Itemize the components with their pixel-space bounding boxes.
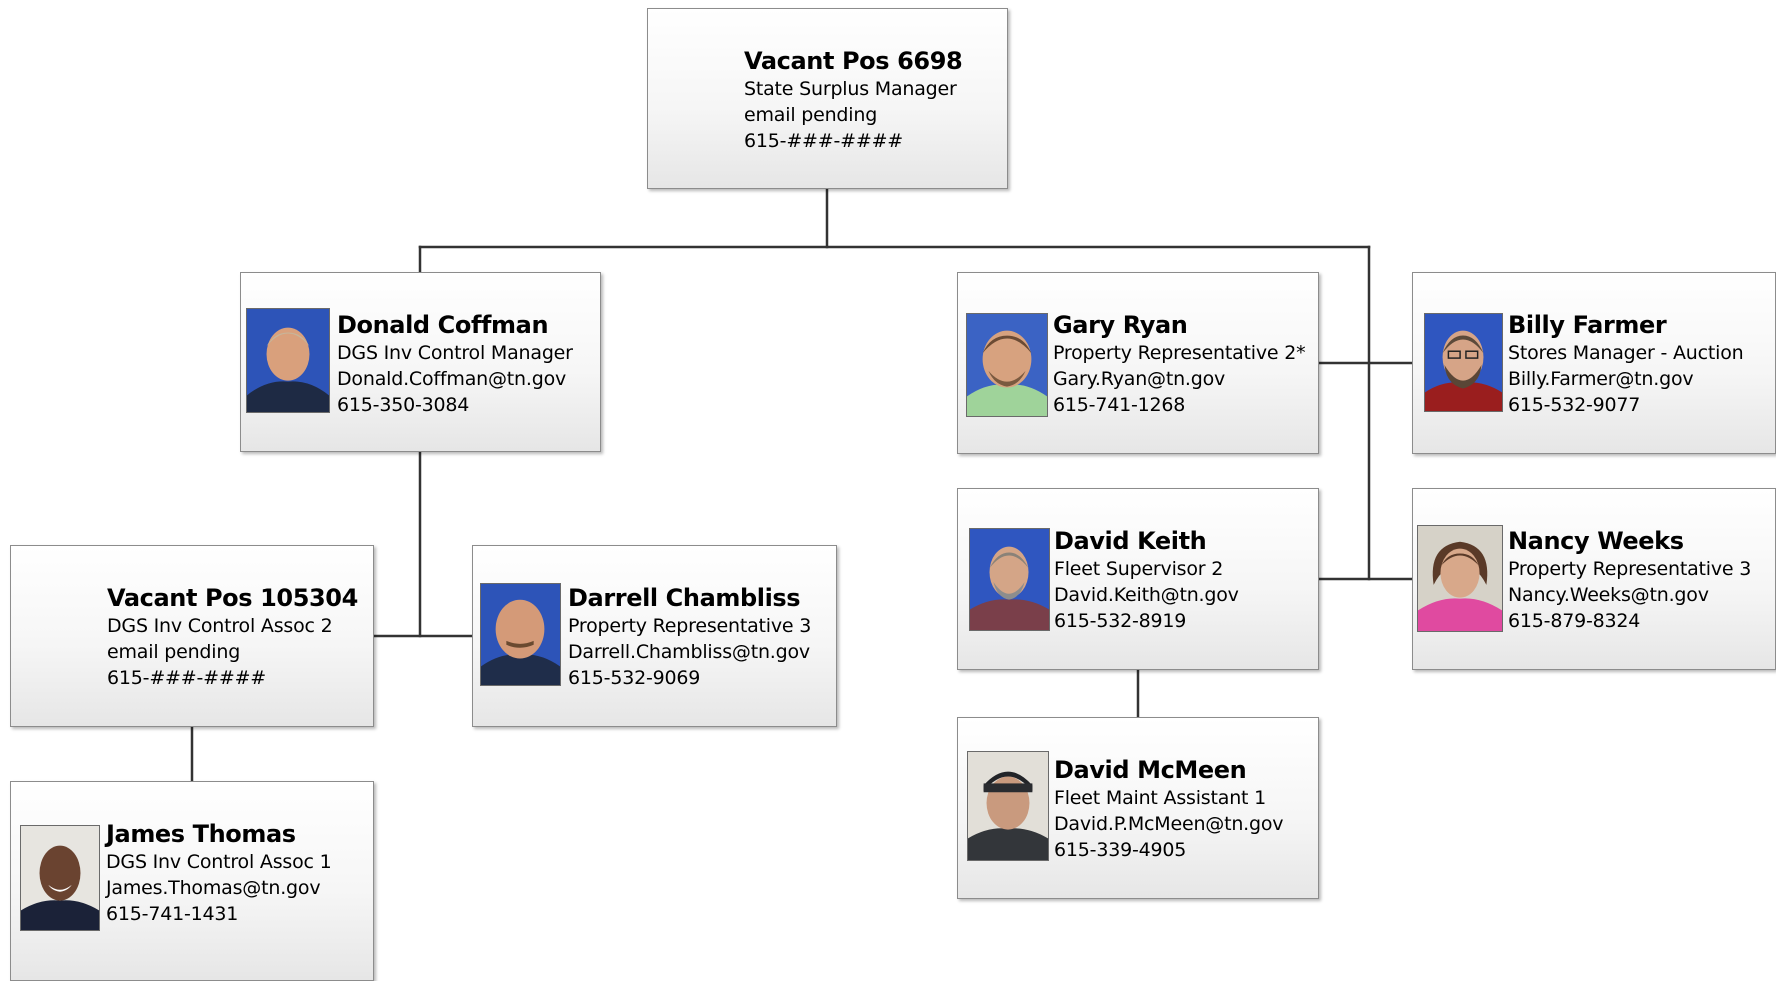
- person-photo: [1417, 525, 1503, 632]
- node-name: James Thomas: [106, 820, 296, 848]
- node-title: Property Representative 3: [1508, 558, 1752, 580]
- node-phone: 615-532-8919: [1054, 610, 1187, 632]
- person-photo: [480, 583, 561, 686]
- person-photo: [1424, 313, 1503, 412]
- node-name: Donald Coffman: [337, 311, 549, 339]
- node-phone: 615-532-9069: [568, 667, 701, 689]
- node-email: email pending: [744, 104, 878, 126]
- node-title: DGS Inv Control Manager: [337, 342, 573, 364]
- node-phone: 615-###-####: [107, 667, 267, 689]
- org-node-billy-farmer[interactable]: Billy Farmer Stores Manager - Auction Bi…: [1412, 272, 1776, 454]
- node-email: James.Thomas@tn.gov: [106, 877, 321, 899]
- connector-lines: [190, 187, 1414, 783]
- node-title: Fleet Supervisor 2: [1054, 558, 1224, 580]
- node-title: DGS Inv Control Assoc 2: [107, 615, 333, 637]
- org-node-vacant-pos-105304[interactable]: Vacant Pos 105304 DGS Inv Control Assoc …: [10, 545, 374, 727]
- node-email: David.P.McMeen@tn.gov: [1054, 813, 1284, 835]
- node-phone: 615-339-4905: [1054, 839, 1187, 861]
- org-node-gary-ryan[interactable]: Gary Ryan Property Representative 2* Gar…: [957, 272, 1319, 454]
- node-email: David.Keith@tn.gov: [1054, 584, 1239, 606]
- node-phone: 615-###-####: [744, 130, 904, 152]
- node-title: Property Representative 3: [568, 615, 812, 637]
- node-email: Donald.Coffman@tn.gov: [337, 368, 567, 390]
- node-email: Billy.Farmer@tn.gov: [1508, 368, 1694, 390]
- node-name: David Keith: [1054, 527, 1207, 555]
- person-photo: [246, 308, 330, 413]
- person-photo: [966, 313, 1048, 417]
- org-chart: Vacant Pos 6698 State Surplus Manager em…: [10, 8, 1776, 981]
- person-photo: [969, 528, 1050, 631]
- node-phone: 615-532-9077: [1508, 394, 1641, 416]
- org-node-vacant-pos-6698[interactable]: Vacant Pos 6698 State Surplus Manager em…: [647, 8, 1008, 189]
- node-phone: 615-741-1268: [1053, 394, 1186, 416]
- node-phone: 615-350-3084: [337, 394, 470, 416]
- person-photo: [20, 825, 100, 931]
- node-email: email pending: [107, 641, 241, 663]
- org-node-nancy-weeks[interactable]: Nancy Weeks Property Representative 3 Na…: [1412, 488, 1776, 670]
- node-phone: 615-879-8324: [1508, 610, 1641, 632]
- node-name: Vacant Pos 6698: [744, 47, 963, 75]
- node-email: Nancy.Weeks@tn.gov: [1508, 584, 1709, 606]
- node-name: Darrell Chambliss: [568, 584, 801, 612]
- node-name: Nancy Weeks: [1508, 527, 1684, 555]
- org-node-darrell-chambliss[interactable]: Darrell Chambliss Property Representativ…: [472, 545, 837, 727]
- node-name: Gary Ryan: [1053, 311, 1188, 339]
- node-title: Property Representative 2*: [1053, 342, 1306, 364]
- org-node-david-keith[interactable]: David Keith Fleet Supervisor 2 David.Kei…: [957, 488, 1319, 670]
- node-name: Vacant Pos 105304: [107, 584, 358, 612]
- node-title: State Surplus Manager: [744, 78, 957, 100]
- node-email: Gary.Ryan@tn.gov: [1053, 368, 1226, 390]
- node-phone: 615-741-1431: [106, 903, 239, 925]
- node-title: DGS Inv Control Assoc 1: [106, 851, 332, 873]
- org-node-donald-coffman[interactable]: Donald Coffman DGS Inv Control Manager D…: [240, 272, 601, 452]
- node-name: David McMeen: [1054, 756, 1247, 784]
- org-node-james-thomas[interactable]: James Thomas DGS Inv Control Assoc 1 Jam…: [10, 781, 374, 981]
- person-photo: [967, 751, 1049, 861]
- node-email: Darrell.Chambliss@tn.gov: [568, 641, 810, 663]
- node-title: Fleet Maint Assistant 1: [1054, 787, 1267, 809]
- org-node-david-mcmeen[interactable]: David McMeen Fleet Maint Assistant 1 Dav…: [957, 717, 1319, 899]
- node-title: Stores Manager - Auction: [1508, 342, 1744, 364]
- node-name: Billy Farmer: [1508, 311, 1667, 339]
